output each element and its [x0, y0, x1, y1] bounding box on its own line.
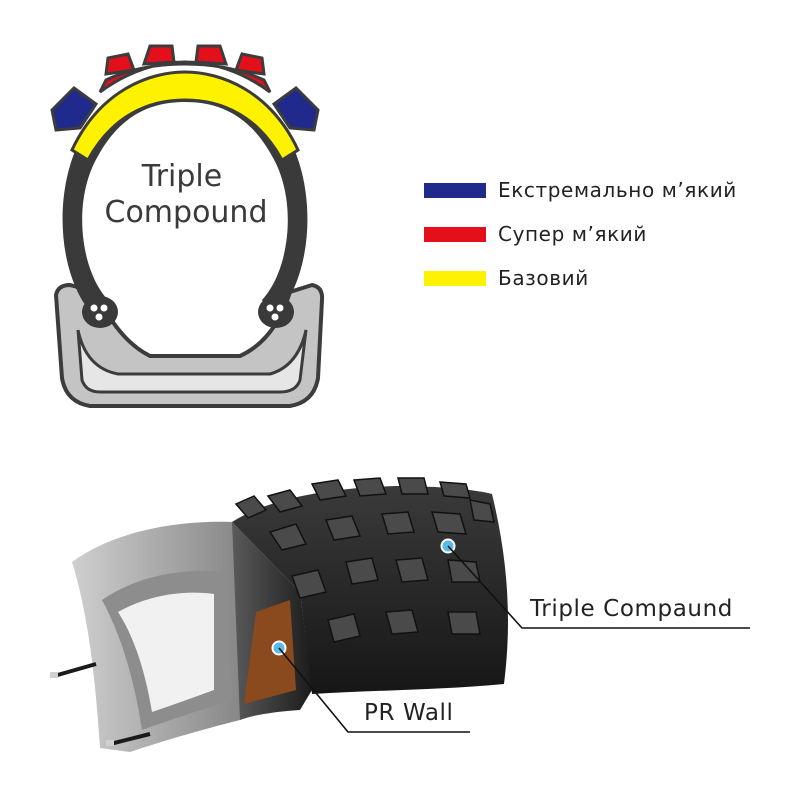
tire-cross-section: Triple Compound — [50, 44, 325, 408]
tire-inner-hollow — [118, 592, 214, 712]
tire-cutaway — [50, 477, 750, 752]
base-compound-layer — [70, 70, 300, 163]
bead-core-right — [258, 296, 294, 328]
callout-triple-compound: Triple Compaund — [530, 596, 733, 622]
legend-label: Базовий — [498, 266, 589, 290]
compound-legend: Екстремально м’який Супер м’який Базовий — [424, 168, 737, 300]
compound-leader-line — [447, 545, 750, 629]
rim-channel — [76, 329, 308, 394]
bead-core-left — [82, 296, 118, 328]
legend-swatch-super-soft — [424, 226, 486, 242]
legend-item-base: Базовий — [424, 256, 737, 300]
legend-label: Екстремально м’який — [498, 178, 737, 202]
legend-item-super-soft: Супер м’який — [424, 212, 737, 256]
bead-wire-upper — [53, 662, 97, 678]
bead-wire-lower — [109, 732, 151, 746]
bead-wire-tip-lower — [106, 740, 114, 746]
legend-swatch-base — [424, 270, 486, 286]
tread-knobs — [234, 477, 495, 643]
pr-wall-leader-line — [278, 647, 470, 733]
legend-swatch-extreme-soft — [424, 182, 486, 198]
legend-label: Супер м’який — [498, 222, 647, 246]
legend-item-extreme-soft: Екстремально м’який — [424, 168, 737, 212]
extreme-soft-knobs — [50, 86, 320, 132]
bead-wire-tip-upper — [50, 672, 58, 678]
super-soft-knobs — [98, 44, 272, 94]
pr-wall-insert — [244, 600, 296, 704]
cross-section-title-line1: Triple — [141, 159, 222, 194]
callout-pr-wall: PR Wall — [364, 700, 454, 726]
cross-section-title-line2: Compound — [105, 195, 268, 230]
